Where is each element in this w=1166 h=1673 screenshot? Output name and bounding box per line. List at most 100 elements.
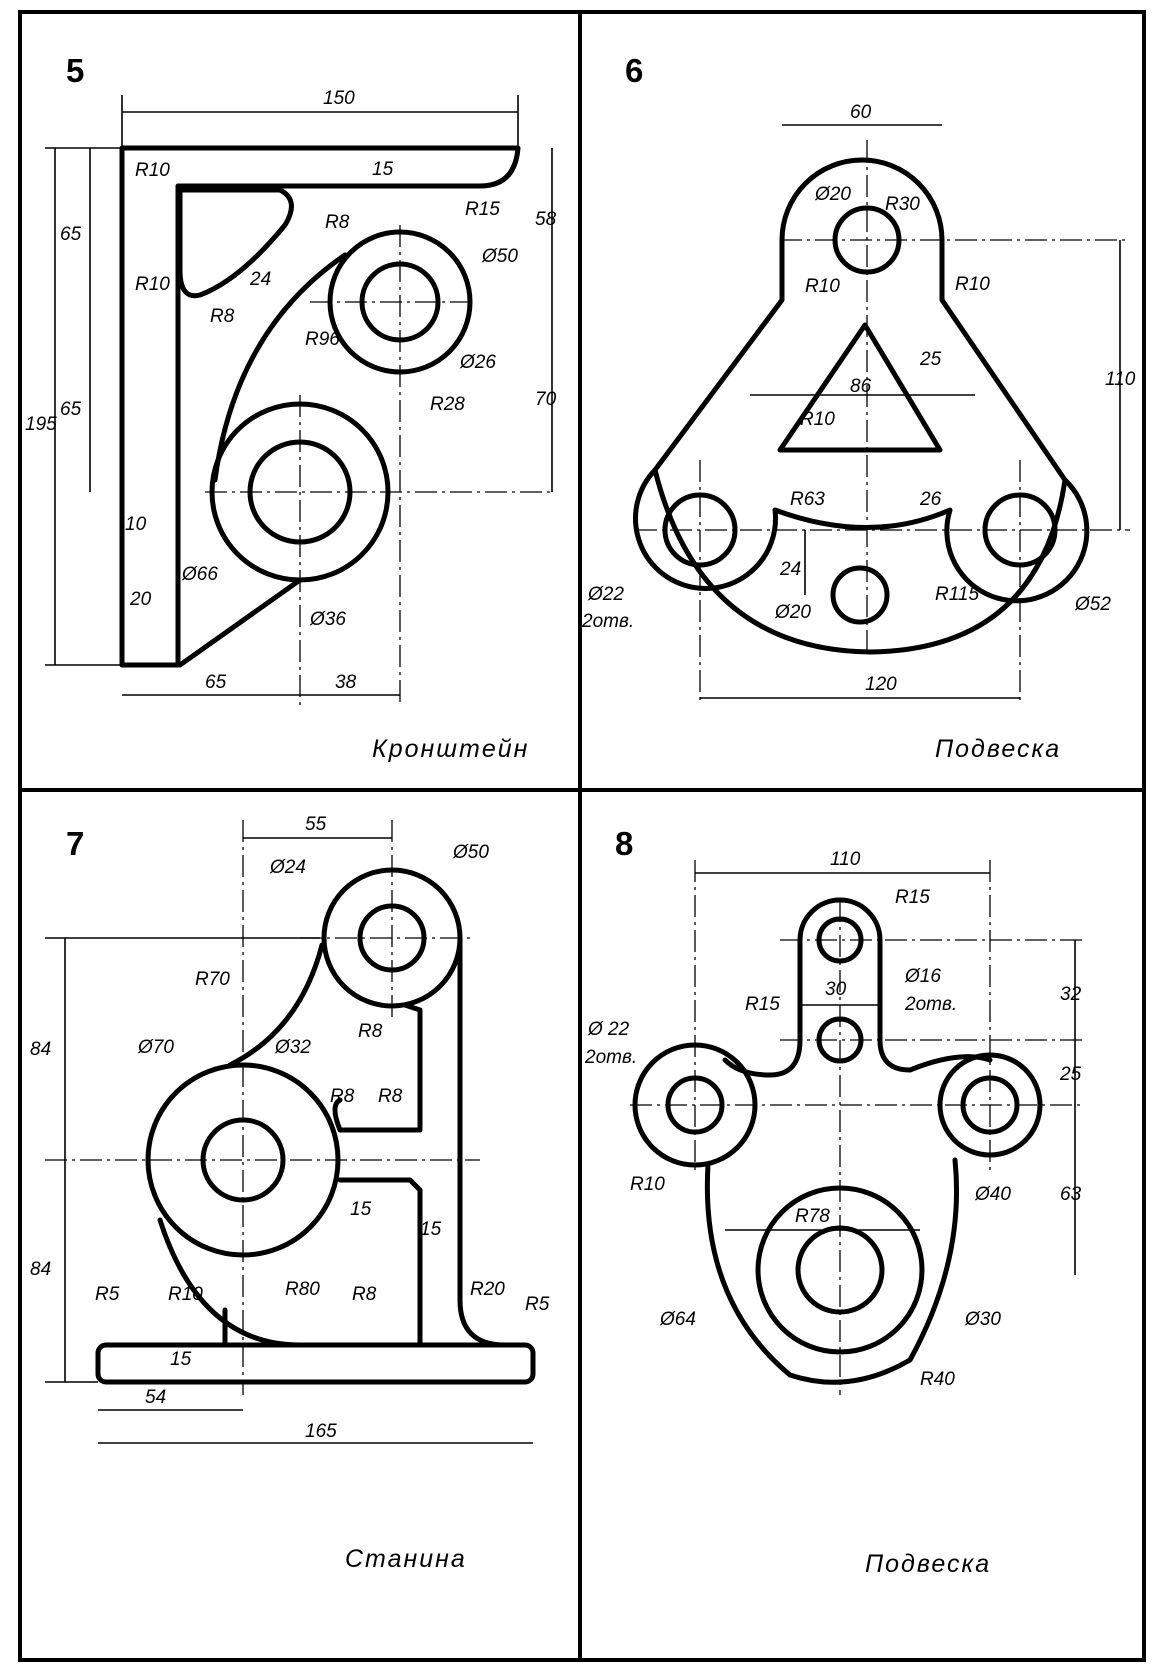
dim-label: Ø20	[814, 184, 851, 205]
dim-label: Ø40	[974, 1184, 1011, 1205]
dim-label: 2отв.	[584, 1047, 637, 1068]
dim-label: R115	[935, 584, 979, 605]
dim-label: R70	[195, 969, 230, 990]
dim-label: 60	[850, 102, 872, 123]
dim-label: Ø64	[659, 1309, 696, 1330]
dim-label: R96	[305, 329, 340, 350]
dim-label: 150	[323, 88, 355, 109]
dim-label: Ø16	[904, 966, 941, 987]
dim-label: R10	[800, 409, 835, 430]
panel-title: Подвеска	[865, 1550, 991, 1578]
part-outline	[633, 157, 1090, 655]
dim-label: 58	[535, 209, 557, 230]
dim-label: 15	[170, 1349, 192, 1370]
dim-label: 120	[865, 674, 897, 695]
dimension-lines	[700, 124, 1121, 699]
part-outline	[95, 867, 536, 1385]
dim-label: 84	[30, 1259, 51, 1280]
sheet-frame	[18, 10, 1146, 1662]
dim-label: 110	[1105, 369, 1136, 390]
dim-label: R10	[135, 274, 170, 295]
dim-label: R30	[885, 194, 920, 215]
dim-label: 15	[372, 159, 394, 180]
center-lines	[635, 140, 1130, 705]
dim-label: R5	[525, 1294, 550, 1315]
dim-label: Ø32	[274, 1037, 311, 1058]
dim-label: 84	[30, 1039, 51, 1060]
panel-title: Кронштейн	[372, 735, 529, 763]
dim-label: R10	[135, 160, 170, 181]
dim-label: R10	[168, 1284, 203, 1305]
dimension-labels: 60 Ø20 R30 R10 R10 110 25 86 R10 R63 26 …	[581, 102, 1136, 695]
dim-label: 32	[1060, 984, 1082, 1005]
dim-label: Ø36	[309, 609, 346, 630]
dim-label: 38	[335, 672, 357, 693]
panel-number: 7	[66, 825, 84, 862]
dim-label: 25	[1059, 1064, 1082, 1085]
dim-label: Ø50	[452, 842, 489, 863]
dim-label: Ø52	[1074, 594, 1111, 615]
dim-label: 24	[249, 269, 271, 290]
dim-label: R8	[352, 1284, 377, 1305]
dim-label: R20	[470, 1279, 505, 1300]
dim-label: 10	[125, 514, 147, 535]
dim-label: R10	[955, 274, 990, 295]
dim-label: R10	[805, 276, 840, 297]
dim-label: R40	[920, 1369, 955, 1390]
dim-label: R63	[790, 489, 825, 510]
dim-label: 24	[779, 559, 801, 580]
panel-title: Станина	[345, 1545, 467, 1573]
dimension-lines	[45, 837, 533, 1444]
panel-number: 5	[66, 52, 84, 89]
dim-label: 25	[919, 349, 942, 370]
panel-8: 8	[584, 825, 1085, 1578]
dim-label: 70	[535, 389, 557, 410]
panel-6: 6 60 Ø20 R30 R10	[581, 52, 1136, 763]
center-lines	[205, 225, 550, 705]
dim-label: 2отв.	[904, 994, 957, 1015]
dim-label: Ø30	[964, 1309, 1001, 1330]
dim-label: 20	[129, 589, 152, 610]
dim-label: R8	[358, 1021, 383, 1042]
panel-number: 6	[625, 52, 643, 89]
dim-label: 110	[830, 849, 861, 870]
dim-label: R10	[630, 1174, 665, 1195]
center-lines	[45, 820, 480, 1395]
dimension-lines	[45, 95, 553, 696]
panel-7: 7 55 Ø	[30, 814, 550, 1573]
dimension-labels: 110 R15 30 Ø16 2отв. R15 32 Ø 22 2отв. 2…	[584, 849, 1082, 1390]
dimension-labels: 150 15 R10 R8 R15 58 65 R10 Ø50 24 R8 R9…	[25, 88, 557, 693]
dim-label: R15	[895, 887, 930, 908]
dim-label: R8	[330, 1086, 355, 1107]
dim-label: R8	[325, 212, 350, 233]
panel-number: 8	[615, 825, 633, 862]
dim-label: Ø20	[774, 602, 811, 623]
dim-label: Ø50	[481, 246, 518, 267]
dimension-labels: 55 Ø50 Ø24 R70 84 R8 Ø70 Ø32 R8 R8 15 15…	[30, 814, 550, 1442]
dim-label: Ø 22	[587, 1019, 630, 1040]
center-lines	[630, 860, 1085, 1395]
dim-label: 65	[60, 224, 82, 245]
dim-label: 26	[919, 489, 942, 510]
dim-label: R28	[430, 394, 465, 415]
dim-label: Ø22	[587, 584, 624, 605]
dim-label: 15	[420, 1219, 442, 1240]
dim-label: R8	[210, 306, 235, 327]
dim-label: Ø70	[137, 1037, 174, 1058]
dim-label: 86	[850, 376, 872, 397]
dim-label: Ø24	[269, 857, 306, 878]
dim-label: 65	[205, 672, 227, 693]
dim-label: 63	[1060, 1184, 1082, 1205]
dim-label: R15	[745, 994, 780, 1015]
dimension-lines	[695, 872, 1076, 1275]
dim-label: 54	[145, 1387, 166, 1408]
dim-label: Ø26	[459, 352, 496, 373]
dim-label: R5	[95, 1284, 120, 1305]
dim-label: 15	[350, 1199, 372, 1220]
dim-label: R8	[378, 1086, 403, 1107]
dim-label: 195	[25, 414, 57, 435]
panel-5: 5	[25, 52, 557, 763]
dim-label: 55	[305, 814, 327, 835]
dim-label: 165	[305, 1421, 337, 1442]
